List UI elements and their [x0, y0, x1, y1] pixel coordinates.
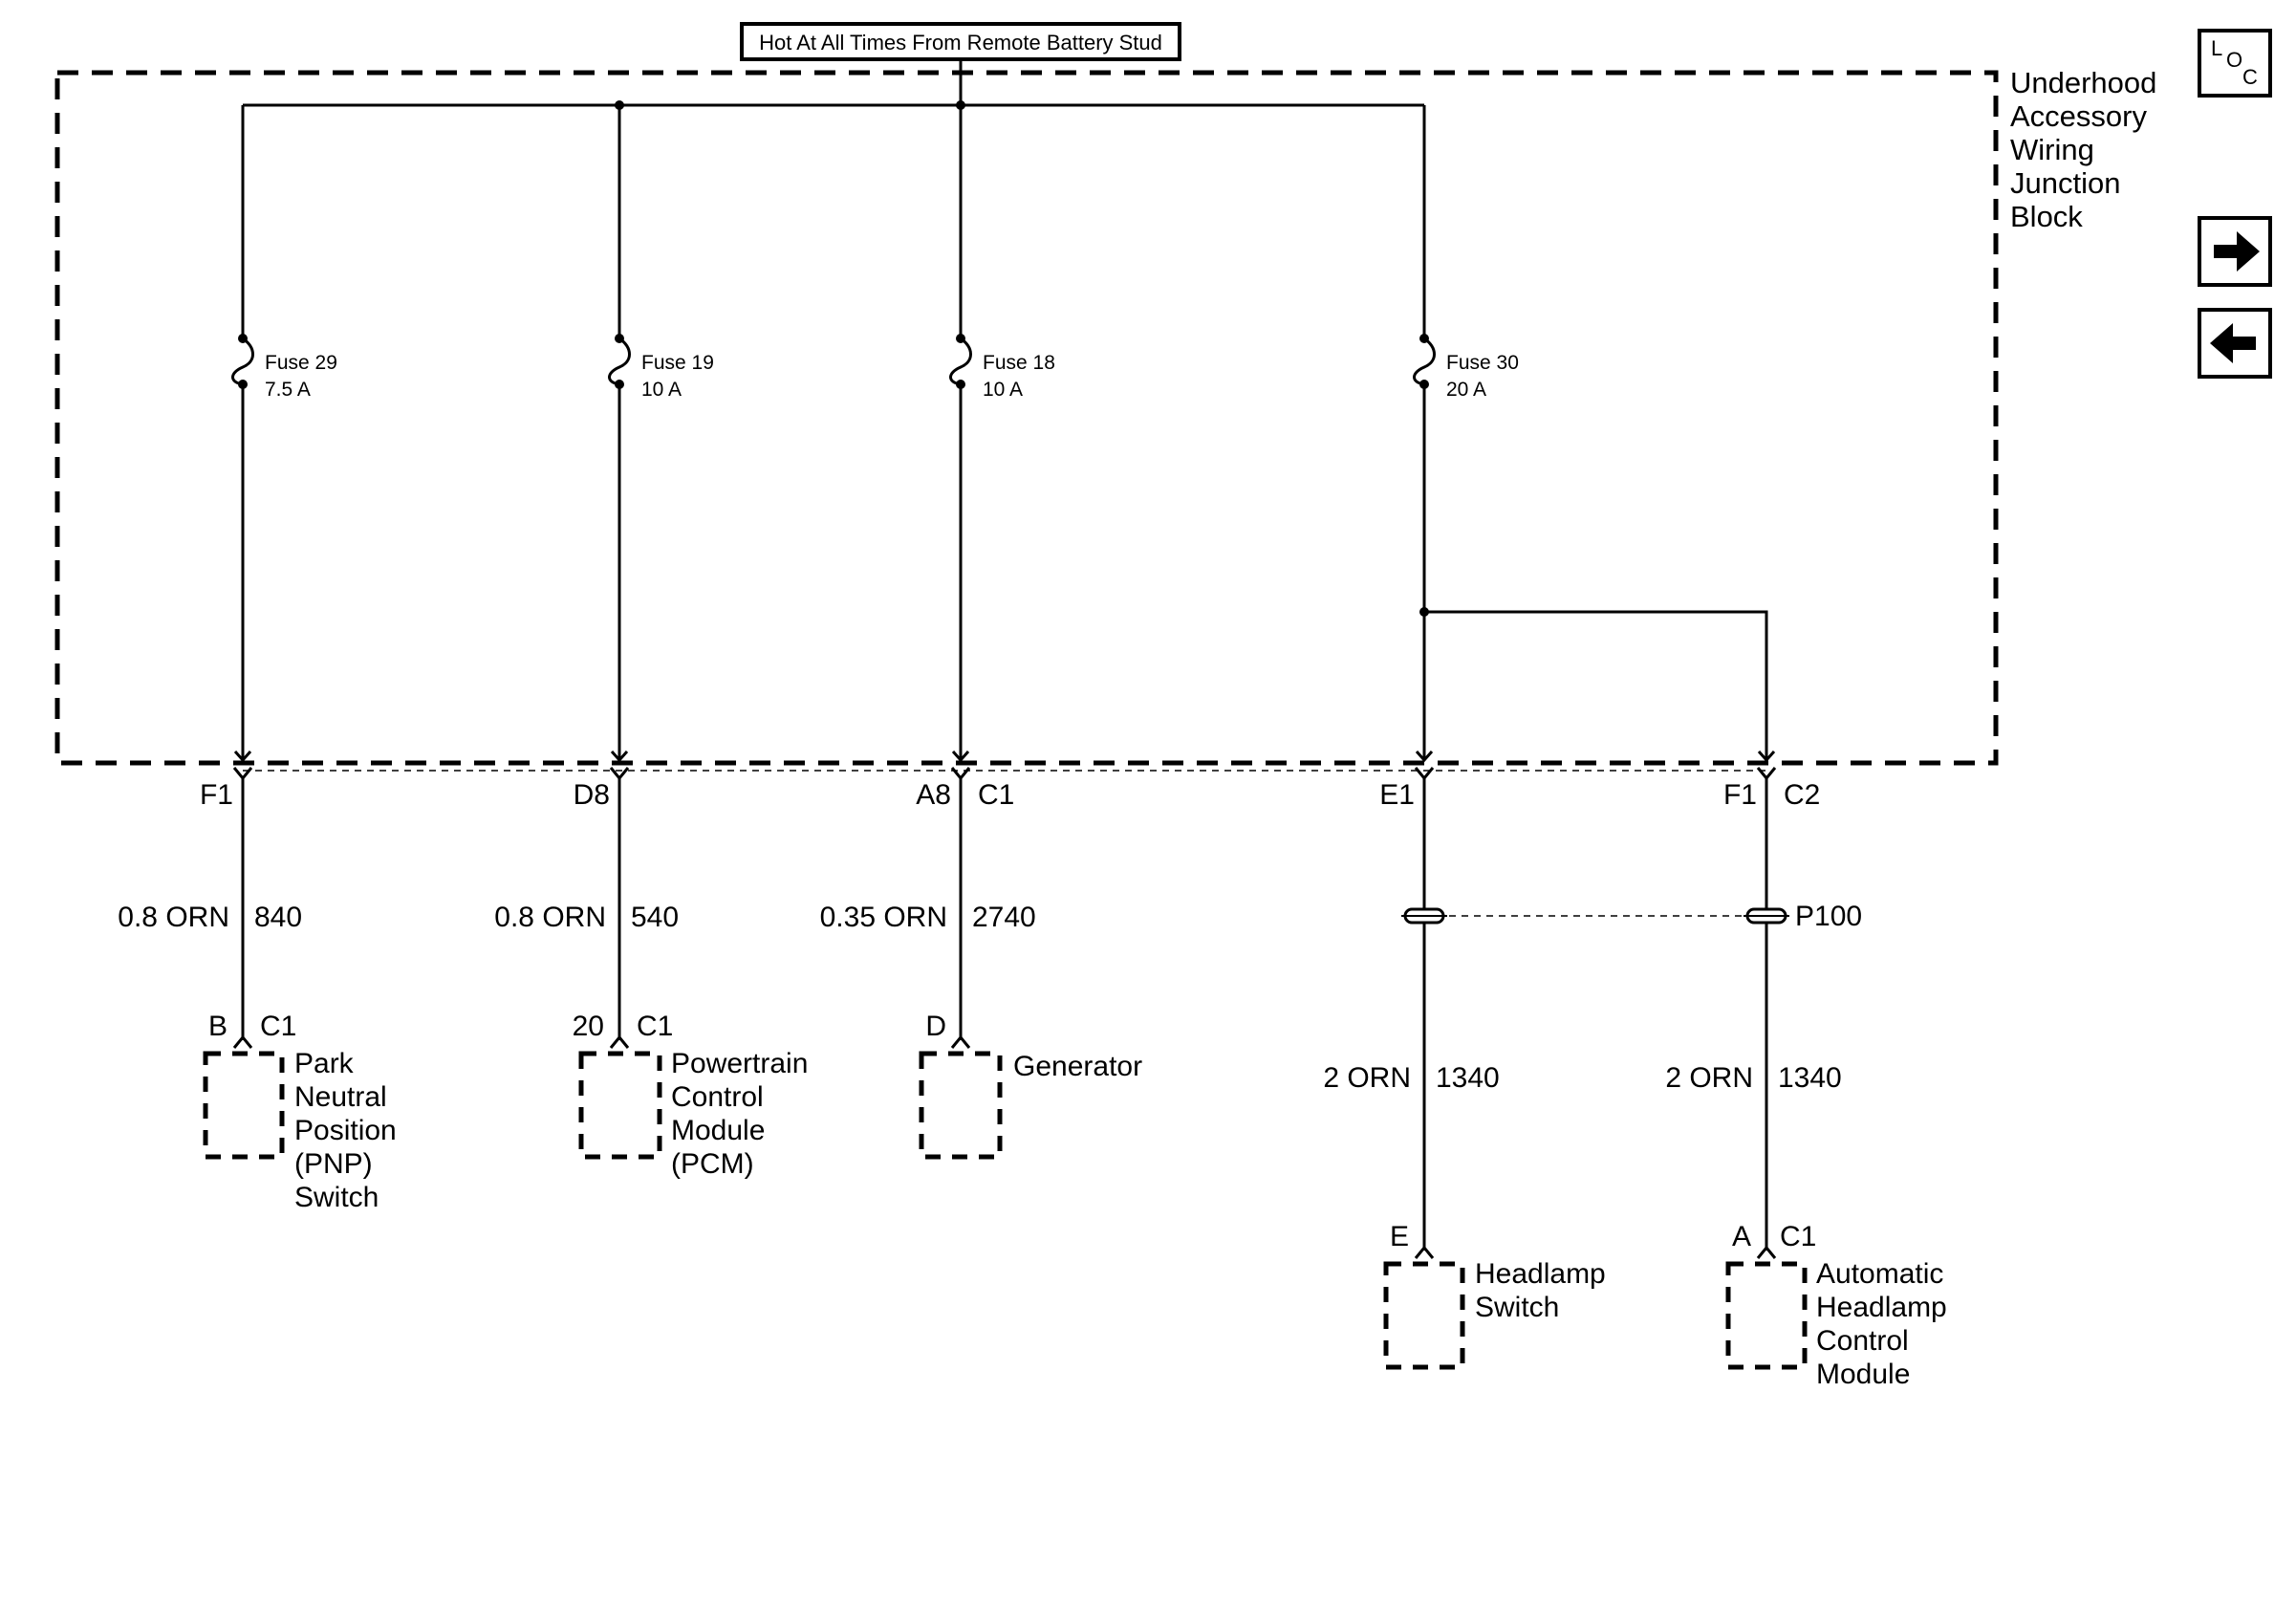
circuit-fuse-30: Fuse 30 20 A: [1413, 105, 1776, 763]
component-label-line: Position: [294, 1115, 397, 1146]
junction-label-line: Underhood: [2010, 66, 2156, 99]
junction-block-label: Underhood Accessory Wiring Junction Bloc…: [2010, 66, 2156, 233]
component-label-line: Headlamp: [1475, 1258, 1606, 1290]
pin-label: E1: [1379, 779, 1415, 811]
fuse-name: Fuse 29: [265, 352, 337, 374]
circuit-fuse-18: Fuse 18 10 A: [949, 105, 1055, 763]
component-generator: D Generator: [919, 1011, 1142, 1160]
connector-label: C1: [978, 779, 1014, 811]
component-pin: B: [208, 1011, 227, 1042]
junction-connector-symbols: [232, 767, 1777, 781]
fuse-rating: 20 A: [1446, 379, 1486, 401]
component-box: [203, 1051, 285, 1160]
component-connector: C1: [1780, 1221, 1816, 1252]
component-label-line: Neutral: [294, 1081, 387, 1113]
circuit-fuse-29: Fuse 29 7.5 A: [231, 105, 337, 763]
loc-o-letter: O: [2226, 48, 2242, 72]
bus-wiring: [243, 59, 1424, 110]
component-label-line: Switch: [1475, 1292, 1559, 1323]
power-source-text: Hot At All Times From Remote Battery Stu…: [759, 31, 1162, 54]
junction-pin-labels: F1 D8 A8 C1 E1 F1 C2: [200, 779, 1820, 811]
loc-button[interactable]: L O C: [2198, 29, 2272, 98]
power-source-label: Hot At All Times From Remote Battery Stu…: [740, 22, 1181, 61]
wire-labels: 0.8 ORN 840 0.8 ORN 540 0.35 ORN 2740 2 …: [118, 902, 1841, 1094]
component-pin: A: [1732, 1221, 1751, 1252]
fuse-rating: 7.5 A: [265, 379, 311, 401]
wire-color: 0.8 ORN: [118, 902, 229, 933]
junction-label-line: Wiring: [2010, 133, 2094, 166]
component-label-line: Module: [671, 1115, 765, 1146]
previous-page-button[interactable]: [2198, 308, 2272, 379]
junction-block-outline: [54, 70, 1999, 766]
component-auto-headlamp-module: A C1 Automatic Headlamp Control Module: [1725, 1221, 1947, 1390]
fuse-symbol: [1413, 337, 1436, 386]
component-label-line: Module: [1816, 1359, 1910, 1390]
pin-label: F1: [200, 779, 233, 811]
component-pin: 20: [573, 1011, 604, 1042]
component-label-line: Park: [294, 1048, 355, 1079]
component-connector-symbols: [232, 1034, 1777, 1259]
component-connector: C1: [260, 1011, 296, 1042]
fuse-symbol: [949, 337, 972, 386]
component-label-line: Powertrain: [671, 1048, 808, 1079]
splice-p100: P100: [1401, 901, 1862, 932]
wire-circuit: 1340: [1778, 1062, 1842, 1094]
junction-label-line: Accessory: [2010, 99, 2147, 133]
wire-circuit: 2740: [972, 902, 1036, 933]
wire-color: 2 ORN: [1323, 1062, 1411, 1094]
component-label-line: (PNP): [294, 1148, 373, 1180]
component-box: [578, 1051, 662, 1160]
fuse-name: Fuse 18: [983, 352, 1055, 374]
arrow-left-icon: [2210, 323, 2256, 363]
wire-circuit: 540: [631, 902, 679, 933]
connector-label: C2: [1784, 779, 1820, 811]
junction-label-line: Junction: [2010, 166, 2120, 200]
component-box: [919, 1051, 1003, 1160]
component-pin: E: [1390, 1221, 1409, 1252]
junction-label-line: Block: [2010, 200, 2083, 233]
next-page-button[interactable]: [2198, 216, 2272, 287]
component-pin: D: [925, 1011, 946, 1042]
component-pnp-switch: B C1 Park Neutral Position (PNP) Switch: [203, 1011, 397, 1213]
component-label-line: (PCM): [671, 1148, 754, 1180]
component-box: [1383, 1261, 1465, 1370]
fuse-symbol: [608, 337, 631, 386]
component-label-line: Switch: [294, 1182, 379, 1213]
pin-label: A8: [916, 779, 951, 811]
component-label-line: Headlamp: [1816, 1292, 1947, 1323]
fuse-rating: 10 A: [641, 379, 682, 401]
loc-c-letter: C: [2242, 65, 2258, 89]
fuse-name: Fuse 30: [1446, 352, 1519, 374]
wire-color: 0.8 ORN: [494, 902, 606, 933]
fuse-rating: 10 A: [983, 379, 1023, 401]
pin-label: D8: [574, 779, 610, 811]
wire-color: 0.35 ORN: [820, 902, 947, 933]
splice-label: P100: [1795, 901, 1862, 932]
component-connector: C1: [637, 1011, 673, 1042]
component-label-line: Control: [1816, 1325, 1909, 1357]
circuit-fuse-19: Fuse 19 10 A: [608, 105, 714, 763]
component-label-line: Control: [671, 1081, 764, 1113]
pin-label: F1: [1723, 779, 1757, 811]
wire-color: 2 ORN: [1665, 1062, 1753, 1094]
component-headlamp-switch: E Headlamp Switch: [1383, 1221, 1606, 1370]
lower-wires: [241, 778, 1768, 1251]
fuse-symbol: [231, 337, 254, 386]
component-label-line: Automatic: [1816, 1258, 1943, 1290]
loc-l-letter: L: [2211, 36, 2222, 60]
component-pcm: 20 C1 Powertrain Control Module (PCM): [573, 1011, 809, 1180]
fuse-name: Fuse 19: [641, 352, 714, 374]
wire-circuit: 1340: [1436, 1062, 1500, 1094]
wire-circuit: 840: [254, 902, 302, 933]
component-box: [1725, 1261, 1808, 1370]
component-label-line: Generator: [1013, 1051, 1142, 1082]
arrow-right-icon: [2214, 231, 2260, 272]
